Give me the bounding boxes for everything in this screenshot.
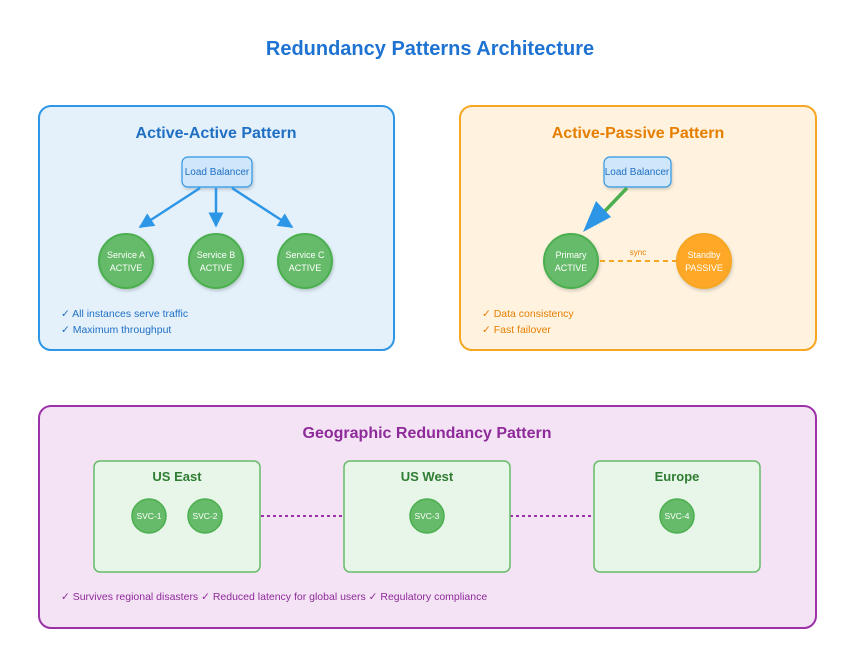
region-europe-name: Europe (655, 469, 700, 484)
active-active-title: Active-Active Pattern (136, 125, 297, 142)
ap-primary: Primary ACTIVE (543, 233, 599, 289)
ap-benefit-2: ✓ Fast failover (482, 324, 551, 336)
region-europe: Europe SVC-4 (593, 460, 761, 573)
ap-standby-state: PASSIVE (685, 263, 723, 273)
ap-primary-name: Primary (556, 250, 587, 260)
ap-sync-label: sync (630, 248, 646, 257)
region-us-east-name: US East (152, 469, 202, 484)
aa-service-a-name: Service A (107, 250, 145, 260)
active-passive-panel: Active-Passive Pattern Load Balancer Pri… (459, 105, 817, 351)
aa-service-c-state: ACTIVE (289, 263, 322, 273)
region-us-west-name: US West (401, 469, 454, 484)
aa-service-b: Service B ACTIVE (188, 233, 244, 289)
active-active-box (38, 105, 395, 351)
aa-load-balancer (181, 156, 253, 188)
aa-arrow-c (231, 186, 294, 229)
aa-load-balancer-label: Load Balancer (185, 167, 250, 178)
region-us-east: US East SVC-1 SVC-2 (93, 460, 261, 573)
aa-service-c-name: Service C (285, 250, 325, 260)
ap-standby: Standby PASSIVE (676, 233, 732, 289)
region-us-west: US West SVC-3 (343, 460, 511, 573)
ap-standby-name: Standby (687, 250, 721, 260)
diagram-title: Redundancy Patterns Architecture (266, 38, 594, 60)
aa-service-a: Service A ACTIVE (98, 233, 154, 289)
aa-service-c: Service C ACTIVE (277, 233, 333, 289)
ap-arrowhead (583, 201, 611, 232)
aa-arrow-a (138, 186, 201, 229)
geo-benefits: ✓ Survives regional disasters ✓ Reduced … (61, 591, 487, 603)
ap-connection-line (602, 186, 629, 214)
aa-benefit-1: ✓ All instances serve traffic (61, 308, 188, 320)
aa-service-b-name: Service B (197, 250, 236, 260)
svc-1-label: SVC-1 (136, 511, 161, 521)
ap-load-balancer (603, 156, 672, 188)
aa-service-a-state: ACTIVE (110, 263, 143, 273)
svc-4-label: SVC-4 (664, 511, 689, 521)
ap-primary-state: ACTIVE (555, 263, 588, 273)
geographic-panel: Geographic Redundancy Pattern US East SV… (38, 405, 817, 629)
geographic-title: Geographic Redundancy Pattern (303, 425, 552, 442)
svc-2-label: SVC-2 (192, 511, 217, 521)
active-passive-title: Active-Passive Pattern (552, 125, 725, 142)
aa-benefit-2: ✓ Maximum throughput (61, 324, 171, 336)
svc-3-label: SVC-3 (414, 511, 439, 521)
ap-load-balancer-label: Load Balancer (605, 167, 670, 178)
aa-service-b-state: ACTIVE (200, 263, 233, 273)
active-active-panel: Active-Active Pattern Load Balancer Serv… (38, 105, 395, 351)
ap-benefit-1: ✓ Data consistency (482, 308, 574, 320)
active-passive-box (459, 105, 817, 351)
